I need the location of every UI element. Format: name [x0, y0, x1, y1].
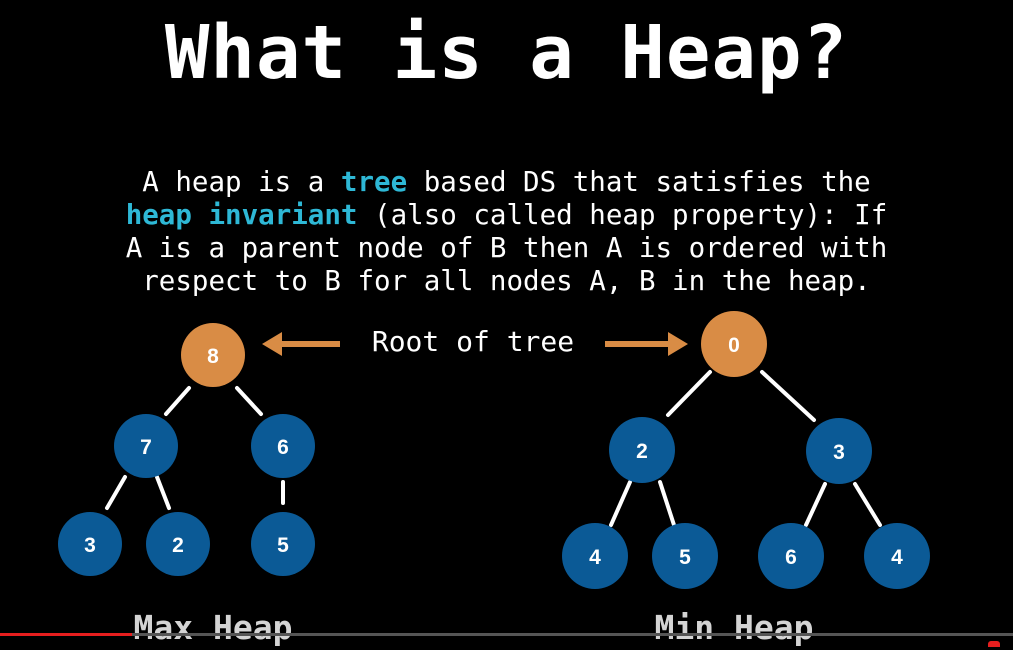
- min-edge-2-5: [658, 480, 676, 527]
- node-value: 5: [679, 546, 691, 569]
- max-node: 3: [58, 512, 122, 576]
- definition-line-4: respect to B for all nodes A, B in the h…: [142, 265, 871, 297]
- video-progress-bar[interactable]: [0, 633, 1013, 636]
- arrow-to-min-root: [605, 332, 688, 356]
- min-edge-2-4: [609, 480, 632, 527]
- node-value: 0: [728, 334, 740, 357]
- max-node: 5: [251, 512, 315, 576]
- min-node: 5: [652, 523, 718, 589]
- max-node: 2: [146, 512, 210, 576]
- definition-text: A heap is a: [142, 166, 341, 198]
- min-node-root: 0: [701, 311, 767, 377]
- max-node-root: 8: [181, 323, 245, 387]
- node-value: 5: [277, 534, 289, 557]
- min-heap-nodes: 0 2 3 4 5 6 4: [562, 311, 930, 589]
- max-node: 7: [114, 414, 178, 478]
- video-progress-fill: [0, 633, 132, 636]
- min-node: 4: [562, 523, 628, 589]
- min-node: 3: [806, 418, 872, 484]
- min-edge-3-4: [853, 482, 882, 527]
- max-heap-label: Max Heap: [133, 608, 293, 647]
- arrow-to-max-root: [262, 332, 340, 356]
- heap-definition: A heap is a tree based DS that satisfies…: [40, 166, 973, 298]
- node-value: 4: [589, 546, 601, 569]
- scrubber-handle[interactable]: [988, 641, 1000, 647]
- max-heap-nodes: 8 7 6 3 2 5: [58, 323, 315, 576]
- max-edge-7-3: [105, 475, 127, 510]
- node-value: 2: [172, 534, 184, 557]
- definition-text: (also called heap property): If: [357, 199, 888, 231]
- min-heap-edges: [609, 370, 882, 527]
- max-node: 6: [251, 414, 315, 478]
- min-node: 6: [758, 523, 824, 589]
- highlight-heap-invariant: heap invariant: [125, 199, 358, 231]
- node-value: 6: [277, 436, 289, 459]
- max-edge-8-7: [164, 386, 191, 416]
- node-value: 3: [833, 441, 845, 464]
- arrowhead-right-icon: [668, 332, 688, 356]
- definition-line-3: A is a parent node of B then A is ordere…: [125, 232, 888, 264]
- node-value: 3: [84, 534, 96, 557]
- definition-line-2: heap invariant (also called heap propert…: [40, 199, 973, 232]
- definition-line-1: A heap is a tree based DS that satisfies…: [40, 166, 973, 199]
- min-heap-label: Min Heap: [654, 608, 814, 647]
- min-node: 2: [609, 417, 675, 483]
- node-value: 8: [207, 345, 219, 368]
- max-edge-8-6: [235, 386, 263, 416]
- max-heap-edges: [105, 386, 285, 510]
- min-node: 4: [864, 523, 930, 589]
- node-value: 2: [636, 440, 648, 463]
- node-value: 6: [785, 546, 797, 569]
- arrowhead-left-icon: [262, 332, 282, 356]
- min-edge-3-6: [804, 482, 827, 527]
- definition-text: based DS that satisfies the: [407, 166, 871, 198]
- max-edge-7-2: [155, 475, 171, 510]
- node-value: 7: [140, 436, 152, 459]
- root-of-tree-label: Root of tree: [371, 325, 575, 358]
- slide-title: What is a Heap?: [164, 10, 849, 96]
- highlight-tree: tree: [340, 166, 408, 198]
- min-edge-0-2: [666, 370, 712, 417]
- node-value: 4: [891, 546, 903, 569]
- min-edge-0-3: [760, 370, 816, 422]
